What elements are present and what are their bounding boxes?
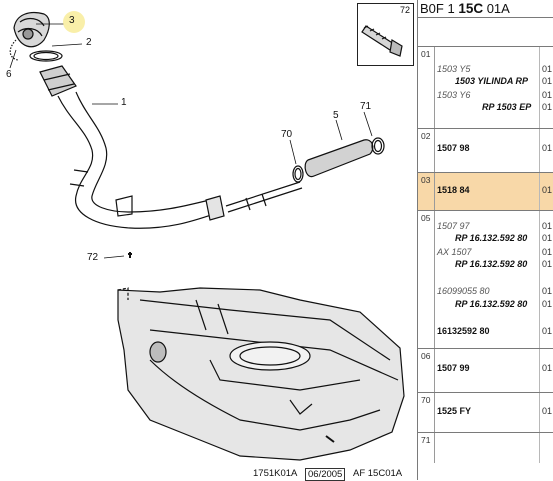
item-number: 03: [421, 175, 431, 185]
column-divider: [539, 173, 540, 210]
callout-6[interactable]: 6: [6, 69, 12, 80]
fuel-tank-filler-drawing: [9, 11, 405, 461]
part-ref: 1507 98: [437, 143, 470, 153]
parts-row-70[interactable]: 70 1525 FY 01: [418, 393, 553, 433]
qty: 01: [542, 406, 553, 416]
qty: 01: [542, 185, 553, 195]
callout-72[interactable]: 72: [87, 252, 99, 263]
column-divider: [539, 393, 540, 432]
part-ref: AX 1507: [437, 247, 472, 257]
part-ref: 1507 97: [437, 221, 470, 231]
part-ref: RP 16.132.592 80: [455, 299, 528, 309]
parts-row-05[interactable]: 05 1507 97 01 RP 16.132.592 80 01 AX 150…: [418, 211, 553, 349]
footer-ref-code: AF 15C01A: [353, 468, 403, 479]
item-number: 05: [421, 213, 431, 223]
part-ref: 16099055 80: [437, 286, 490, 296]
qty: 01: [542, 326, 553, 336]
exploded-parts-diagram: 3 2 6 1 5 71 70 72 72 1751K01A 06/2005 A…: [6, 3, 414, 481]
item-number: 02: [421, 131, 431, 141]
part-ref: 1518 84: [437, 185, 470, 195]
callout-71[interactable]: 71: [360, 101, 372, 112]
column-divider: [539, 349, 540, 392]
footer-diagram-code: 1751K01A: [253, 468, 298, 479]
qty: 01: [542, 363, 553, 373]
qty: 01: [542, 143, 553, 153]
column-divider: [434, 129, 435, 172]
bolt-icon: [361, 25, 403, 57]
callout-5[interactable]: 5: [333, 110, 339, 121]
callout-2[interactable]: 2: [86, 37, 92, 48]
column-divider: [434, 349, 435, 392]
part-ref: RP 16.132.592 80: [455, 233, 528, 243]
qty: 01: [542, 102, 553, 112]
parts-row-71[interactable]: 71: [418, 433, 553, 463]
item-number: 70: [421, 395, 431, 405]
callout-3[interactable]: 3: [69, 15, 75, 26]
callout-70[interactable]: 70: [281, 129, 293, 140]
catalog-code-header: B0F 1 15C 01A: [418, 0, 553, 18]
catalog-code-group: 15C: [458, 1, 484, 16]
qty: 01: [542, 233, 553, 243]
callout-1[interactable]: 1: [121, 97, 127, 108]
part-ref: 1503 YILINDA RP: [455, 76, 529, 86]
item-number: 71: [421, 435, 431, 445]
part-ref: 1503 Y5: [437, 64, 471, 74]
catalog-code-prefix: B0F 1: [420, 1, 455, 16]
column-divider: [539, 47, 540, 128]
qty: 01: [542, 76, 553, 86]
column-divider: [539, 129, 540, 172]
part-ref: RP 16.132.592 80: [455, 259, 528, 269]
part-ref: 1503 Y6: [437, 90, 471, 100]
item-number: 06: [421, 351, 431, 361]
parts-list-panel: B0F 1 15C 01A 01 1503 Y5 01 1503 YILINDA…: [417, 0, 553, 480]
column-divider: [434, 433, 435, 463]
part-ref: 1525 FY: [437, 406, 472, 416]
qty: 01: [542, 259, 553, 269]
catalog-code-suffix: 01A: [486, 1, 510, 16]
item-number: 01: [421, 49, 431, 59]
part-ref: 1507 99: [437, 363, 470, 373]
qty: 01: [542, 247, 553, 257]
qty: 01: [542, 90, 553, 100]
column-header-row: [418, 18, 553, 47]
part-ref: RP 1503 EP: [482, 102, 532, 112]
parts-row-06[interactable]: 06 1507 99 01: [418, 349, 553, 393]
column-divider: [434, 173, 435, 210]
qty: 01: [542, 299, 553, 309]
column-divider: [539, 211, 540, 348]
column-divider: [434, 211, 435, 348]
qty: 01: [542, 64, 553, 74]
column-divider: [434, 47, 435, 128]
parts-row-02[interactable]: 02 1507 98 01: [418, 129, 553, 173]
parts-row-01[interactable]: 01 1503 Y5 01 1503 YILINDA RP 01 1503 Y6…: [418, 47, 553, 129]
column-divider: [434, 393, 435, 432]
footer-date: 06/2005: [305, 468, 346, 481]
bolt-detail-box: 72: [357, 3, 414, 66]
parts-row-03-selected[interactable]: 03 1518 84 01: [418, 173, 553, 211]
part-ref: 16132592 80: [437, 326, 490, 336]
qty: 01: [542, 286, 553, 296]
bolt-box-label: 72: [399, 5, 410, 15]
qty: 01: [542, 221, 553, 231]
column-divider: [539, 433, 540, 463]
